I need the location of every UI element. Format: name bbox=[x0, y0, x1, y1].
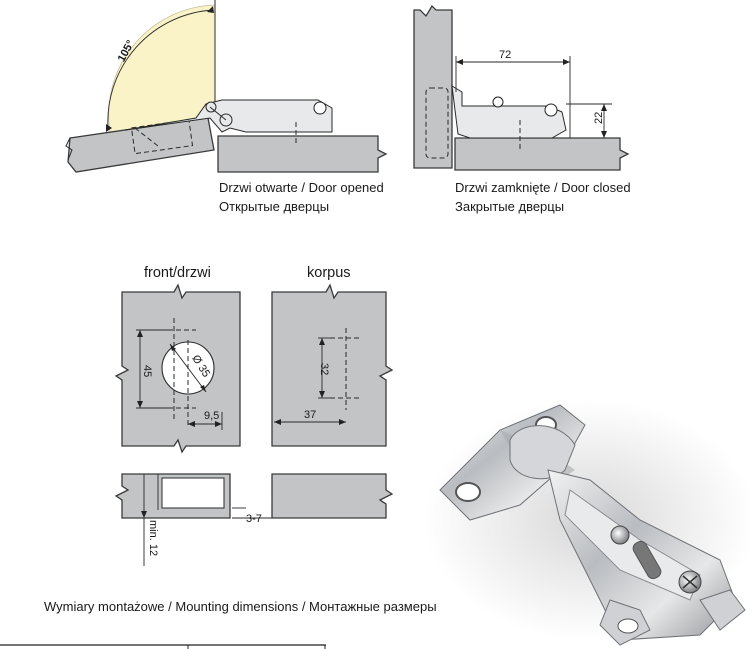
cabinet-panel-opened bbox=[217, 135, 388, 173]
closed-height-label: 22 bbox=[593, 112, 605, 124]
korpus-drilling-view: korpus 32 37 bbox=[271, 265, 394, 519]
swing-arc bbox=[108, 4, 216, 133]
front-offset-label: 9,5 bbox=[204, 410, 219, 422]
korpus-title: korpus bbox=[307, 265, 351, 281]
opened-caption-line1: Drzwi otwarte / Door opened bbox=[219, 180, 384, 195]
front-drilling-view: front/drzwi Ø 35 45 9,5 min. 12 3-7 bbox=[114, 265, 272, 566]
footer-caption: Wymiary montażowe / Mounting dimensions … bbox=[44, 599, 437, 614]
door-opened-diagram: 105° Drzwi otwarte / Door opened Открыты… bbox=[65, 0, 388, 214]
hinge-arm-closed bbox=[451, 85, 567, 139]
korpus-spacing-label: 32 bbox=[318, 363, 330, 375]
closed-width-label: 72 bbox=[499, 49, 511, 61]
korpus-panel bbox=[271, 283, 394, 447]
korpus-section bbox=[271, 473, 394, 519]
closed-caption-line2: Закрытые дверцы bbox=[455, 199, 564, 214]
korpus-offset-label: 37 bbox=[304, 409, 316, 421]
front-gap-label: 3-7 bbox=[246, 513, 262, 525]
hinge-photo bbox=[425, 400, 750, 646]
opened-caption-line2: Открытые дверцы bbox=[219, 199, 329, 214]
front-title: front/drzwi bbox=[144, 265, 211, 281]
closed-caption-line1: Drzwi zamknięte / Door closed bbox=[455, 180, 631, 195]
front-height-label: 45 bbox=[141, 365, 153, 377]
front-depth-label: min. 12 bbox=[147, 520, 159, 556]
table-stub bbox=[0, 644, 326, 649]
door-closed-diagram: 72 22 Drzwi zamknięte / Door closed Закр… bbox=[413, 4, 631, 214]
door-panel-closed bbox=[413, 4, 453, 169]
cabinet-panel-closed bbox=[454, 137, 630, 171]
hinge-cup bbox=[509, 425, 576, 480]
